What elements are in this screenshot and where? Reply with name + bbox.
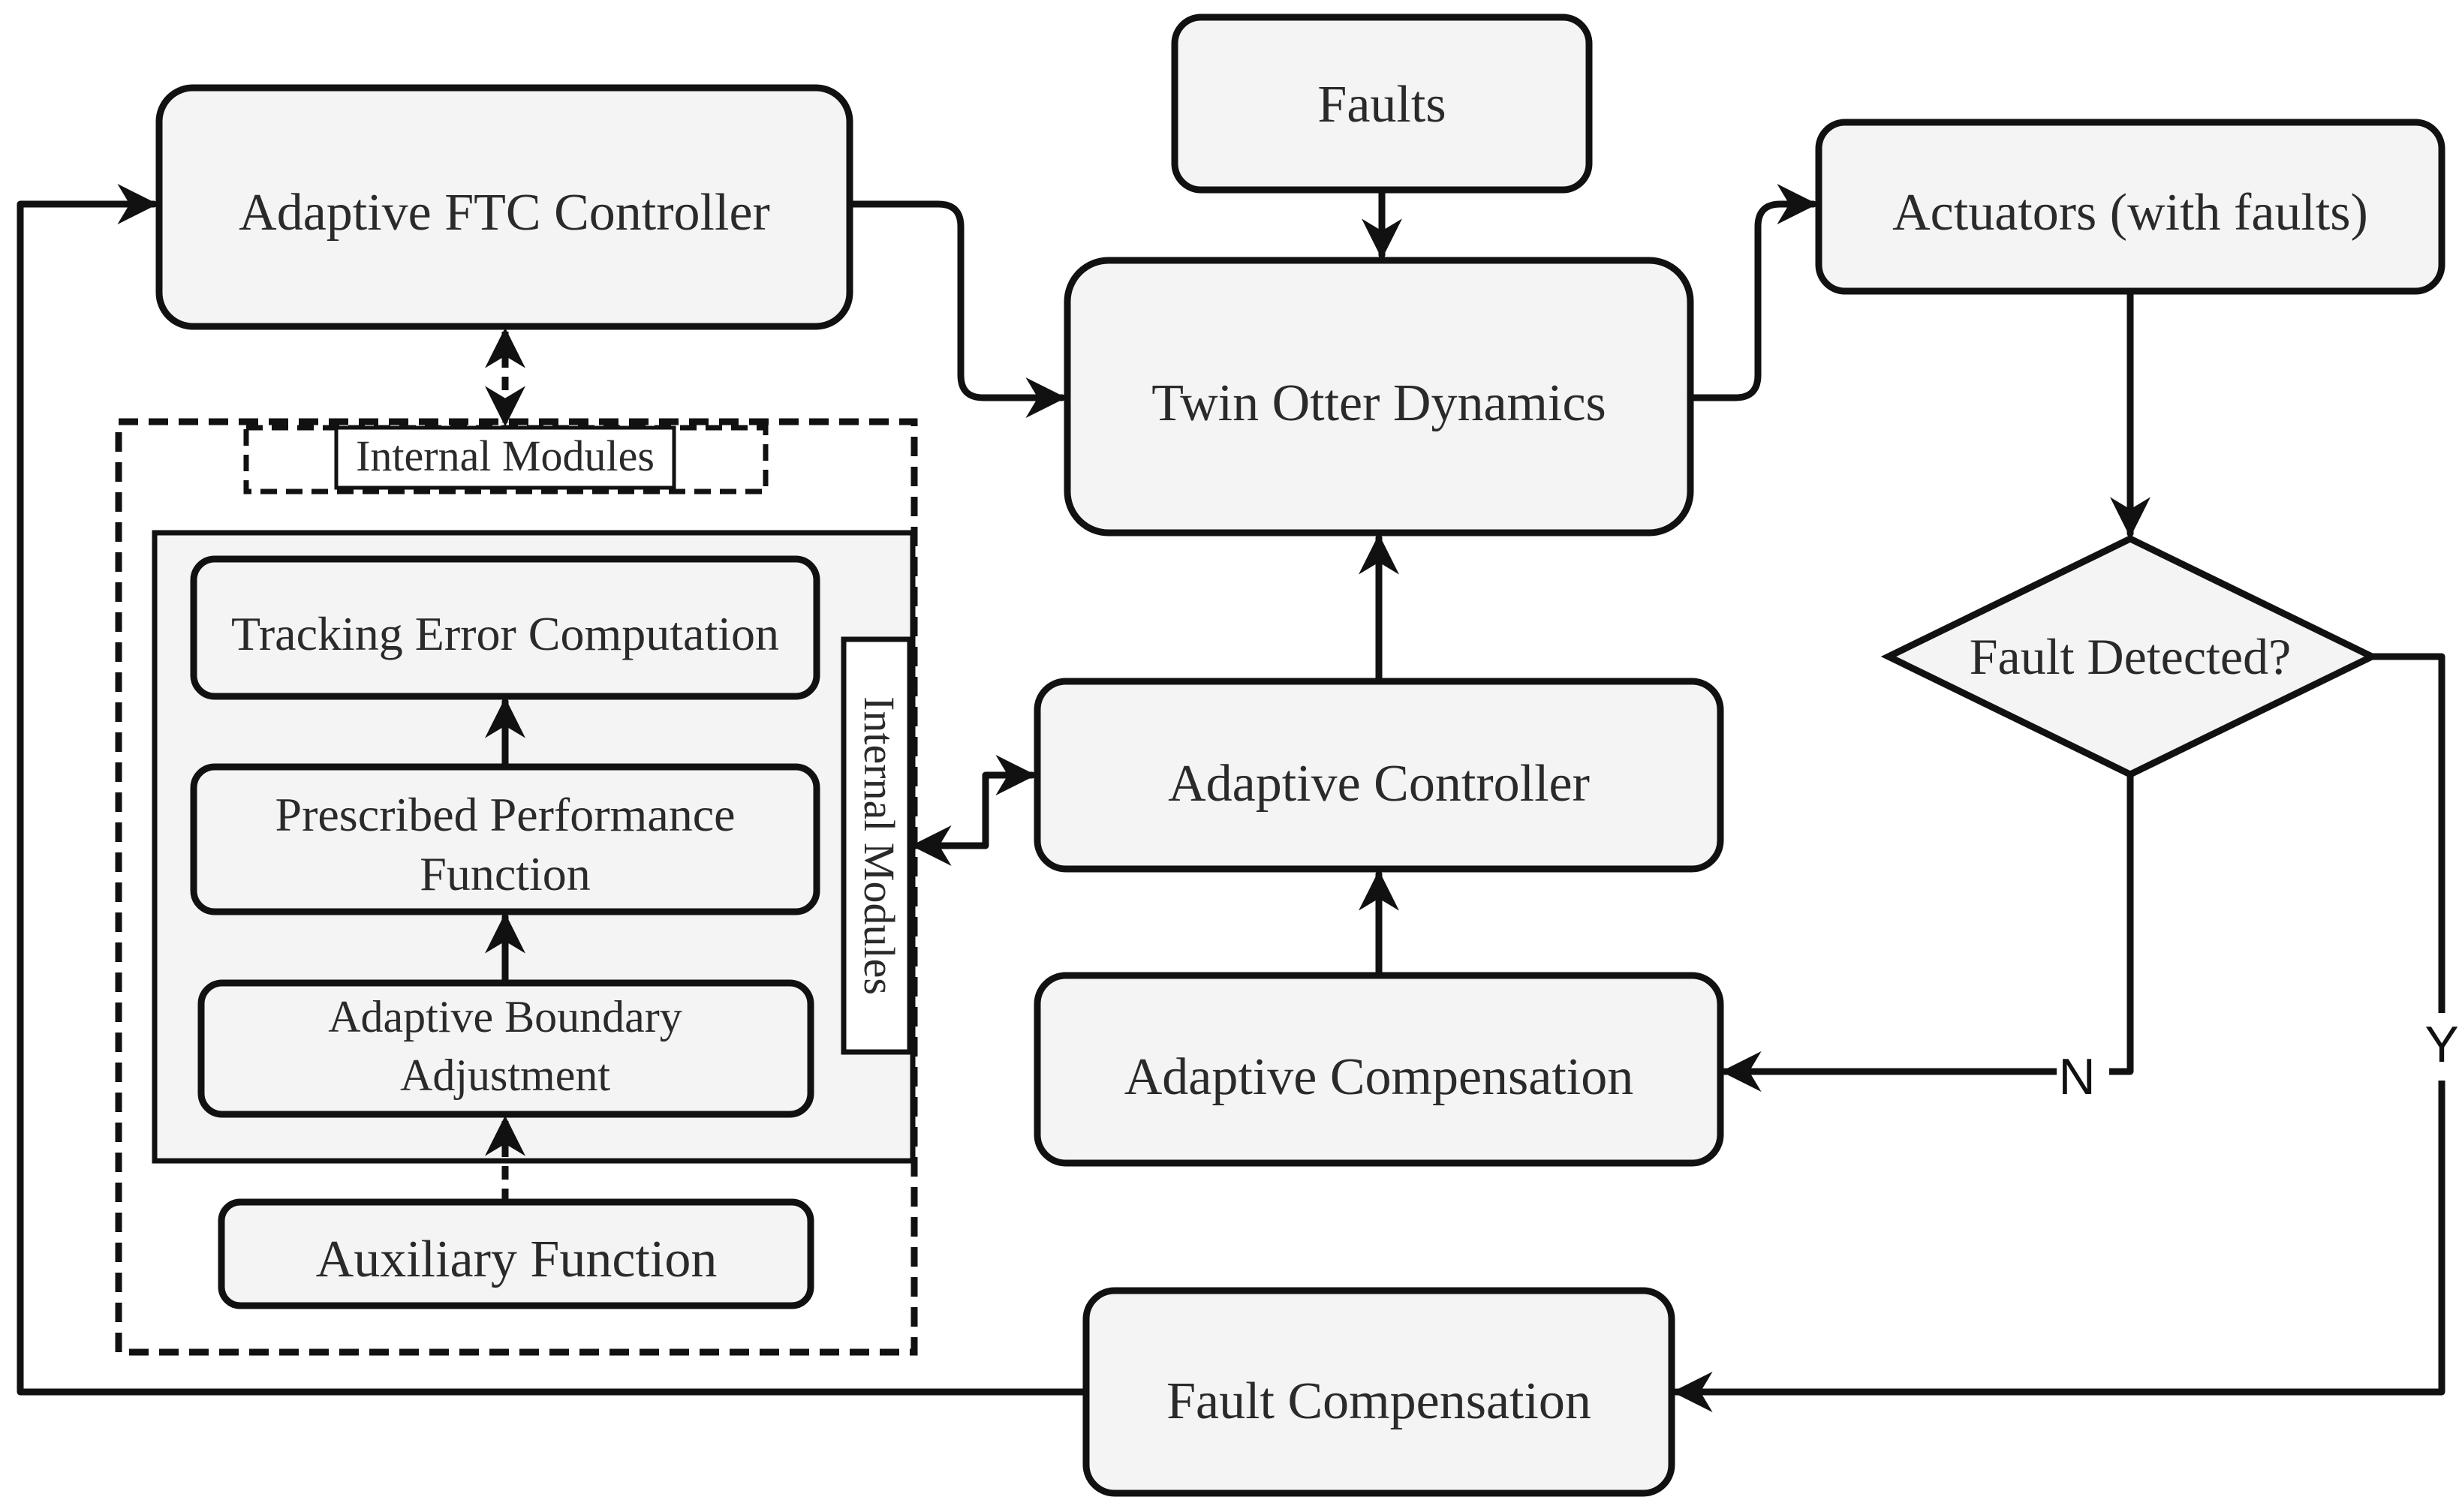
prescribed-performance-label-1: Prescribed Performance: [275, 788, 735, 841]
node-faults[interactable]: Faults: [1171, 14, 1593, 194]
auxiliary-function-label: Auxiliary Function: [316, 1231, 718, 1288]
node-tracking-error[interactable]: Tracking Error Computation: [190, 555, 820, 700]
prescribed-performance-label-2: Function: [420, 847, 591, 900]
internal-modules-top-tag: [334, 425, 676, 490]
adaptive-controller-label: Adaptive Controller: [1168, 755, 1590, 813]
node-adaptive-compensation[interactable]: Adaptive Compensation: [1034, 972, 1724, 1167]
node-twin-otter-dynamics[interactable]: Twin Otter Dynamics: [1064, 257, 1694, 537]
edge-fault-comp-to-ftc: [17, 184, 1090, 1396]
edge-adaptive-controller-internal-modules: [910, 755, 1037, 866]
node-adaptive-ftc-controller[interactable]: Adaptive FTC Controller: [155, 84, 853, 330]
node-actuators[interactable]: Actuators (with faults): [1815, 119, 2445, 295]
node-adaptive-boundary[interactable]: Adaptive Boundary Adjustment: [197, 979, 814, 1118]
tracking-error-label: Tracking Error Computation: [231, 607, 779, 660]
adaptive-boundary-label-2: Adjustment: [400, 1051, 610, 1100]
node-prescribed-performance[interactable]: Prescribed Performance Function: [190, 763, 820, 915]
fault-detected-label: Fault Detected?: [1970, 628, 2292, 685]
node-fault-detected[interactable]: Fault Detected?: [1880, 534, 2380, 779]
edge-label-yes: Y: [2424, 1016, 2458, 1073]
internal-modules-top-label: Internal Modules: [356, 431, 655, 480]
edge-detector-no-to-adaptive-comp: [1720, 771, 2134, 1092]
faults-label: Faults: [1317, 76, 1446, 134]
fault-compensation-label: Fault Compensation: [1166, 1372, 1591, 1430]
twin-otter-dynamics-label: Twin Otter Dynamics: [1151, 374, 1606, 432]
adaptive-compensation-label: Adaptive Compensation: [1124, 1048, 1634, 1106]
actuators-label: Actuators (with faults): [1892, 184, 2368, 242]
adaptive-ftc-controller-label: Adaptive FTC Controller: [239, 184, 770, 242]
no-label-bg: [2057, 1043, 2109, 1103]
edge-ftc-to-dynamics: [846, 200, 1067, 418]
edge-dynamics-to-actuators: [1687, 184, 1818, 401]
internal-modules-side-label: Internal Modules: [855, 696, 904, 995]
internal-modules-side-tag: [841, 636, 913, 1055]
yes-label-bg: [2413, 1013, 2462, 1081]
node-adaptive-controller[interactable]: Adaptive Controller: [1034, 678, 1724, 873]
node-fault-compensation[interactable]: Fault Compensation: [1082, 1287, 1675, 1497]
node-auxiliary-function[interactable]: Auxiliary Function: [218, 1198, 814, 1309]
edge-detector-yes-to-fault-comp: [1672, 653, 2445, 1412]
adaptive-boundary-label-1: Adaptive Boundary: [328, 992, 682, 1042]
edge-label-no: N: [2058, 1048, 2095, 1105]
